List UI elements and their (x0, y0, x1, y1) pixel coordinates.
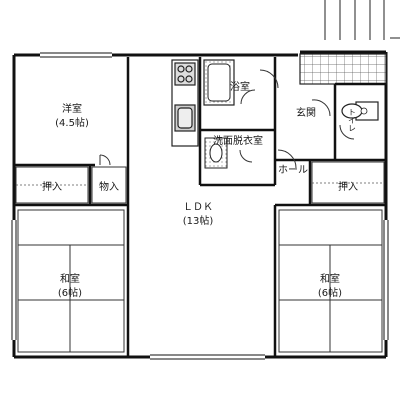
toilet-label: トイレ (348, 108, 357, 132)
wash-basin-icon (204, 137, 228, 169)
entrance-tile-floor (299, 53, 387, 85)
ldk-size: (13帖) (183, 214, 214, 227)
toilet-icon (341, 101, 379, 121)
interior-walls (14, 57, 386, 357)
page-edge-lines (324, 0, 400, 40)
closet-right-label: 押入 (338, 180, 358, 193)
closet-right-area (311, 161, 385, 204)
closet-left-label: 押入 (42, 180, 62, 193)
stove-icon (174, 62, 196, 86)
tatami-left (17, 209, 125, 353)
japanese-room-right-label: 和室 (320, 272, 340, 285)
bathroom-label: 浴室 (230, 80, 250, 93)
kitchen-counter (171, 59, 199, 147)
washroom-label: 洗面脱衣室 (213, 134, 263, 147)
ldk-label: ＬＤＫ (183, 202, 213, 213)
windows (11, 52, 389, 360)
hall-label: ホール (278, 164, 308, 176)
western-room-label: 洋室 (62, 102, 82, 115)
storage-area (91, 166, 127, 204)
western-room-size: (4.5帖) (55, 116, 89, 129)
bathtub-icon (203, 59, 235, 106)
japanese-room-left-label: 和室 (60, 272, 80, 285)
storage-label: 物入 (99, 180, 119, 193)
door-swings (99, 69, 355, 169)
japanese-room-right-size: (6帖) (318, 286, 342, 299)
tatami-right (278, 209, 383, 353)
japanese-room-left-size: (6帖) (58, 286, 82, 299)
entrance-label: 玄関 (296, 106, 316, 119)
